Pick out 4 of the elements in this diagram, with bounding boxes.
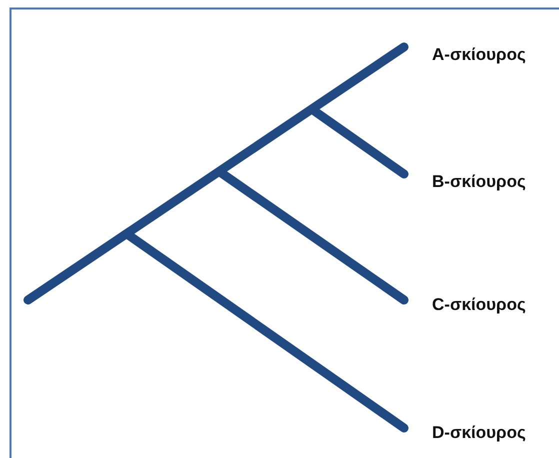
taxon-label: D-σκίουρος [432, 423, 526, 443]
taxon-label: B-σκίουρος [432, 172, 526, 192]
taxon-label: A-σκίουρος [432, 45, 526, 65]
taxon-label: C-σκίουρος [432, 295, 526, 315]
